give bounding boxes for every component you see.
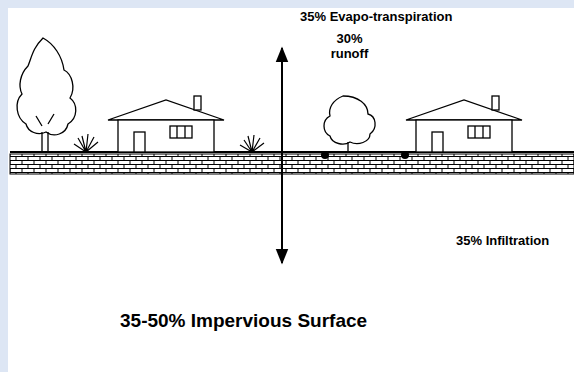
tree bbox=[17, 38, 76, 152]
caption: 35-50% Impervious Surface bbox=[120, 310, 367, 332]
panel: 35% Evapo-transpiration 30% runoff 35% Inf… bbox=[8, 8, 574, 372]
flux-label: 30% runoff bbox=[328, 32, 371, 62]
tree bbox=[324, 96, 375, 152]
soil-band bbox=[10, 154, 574, 174]
dot bbox=[401, 151, 409, 159]
flux-arrow bbox=[281, 48, 283, 263]
house bbox=[108, 96, 224, 152]
shrub bbox=[74, 134, 264, 152]
dot bbox=[321, 151, 329, 159]
flux-label: 35% Evapo-transpiration bbox=[300, 10, 452, 25]
house bbox=[406, 96, 522, 152]
flux-label: 35% Infiltration bbox=[456, 234, 549, 249]
